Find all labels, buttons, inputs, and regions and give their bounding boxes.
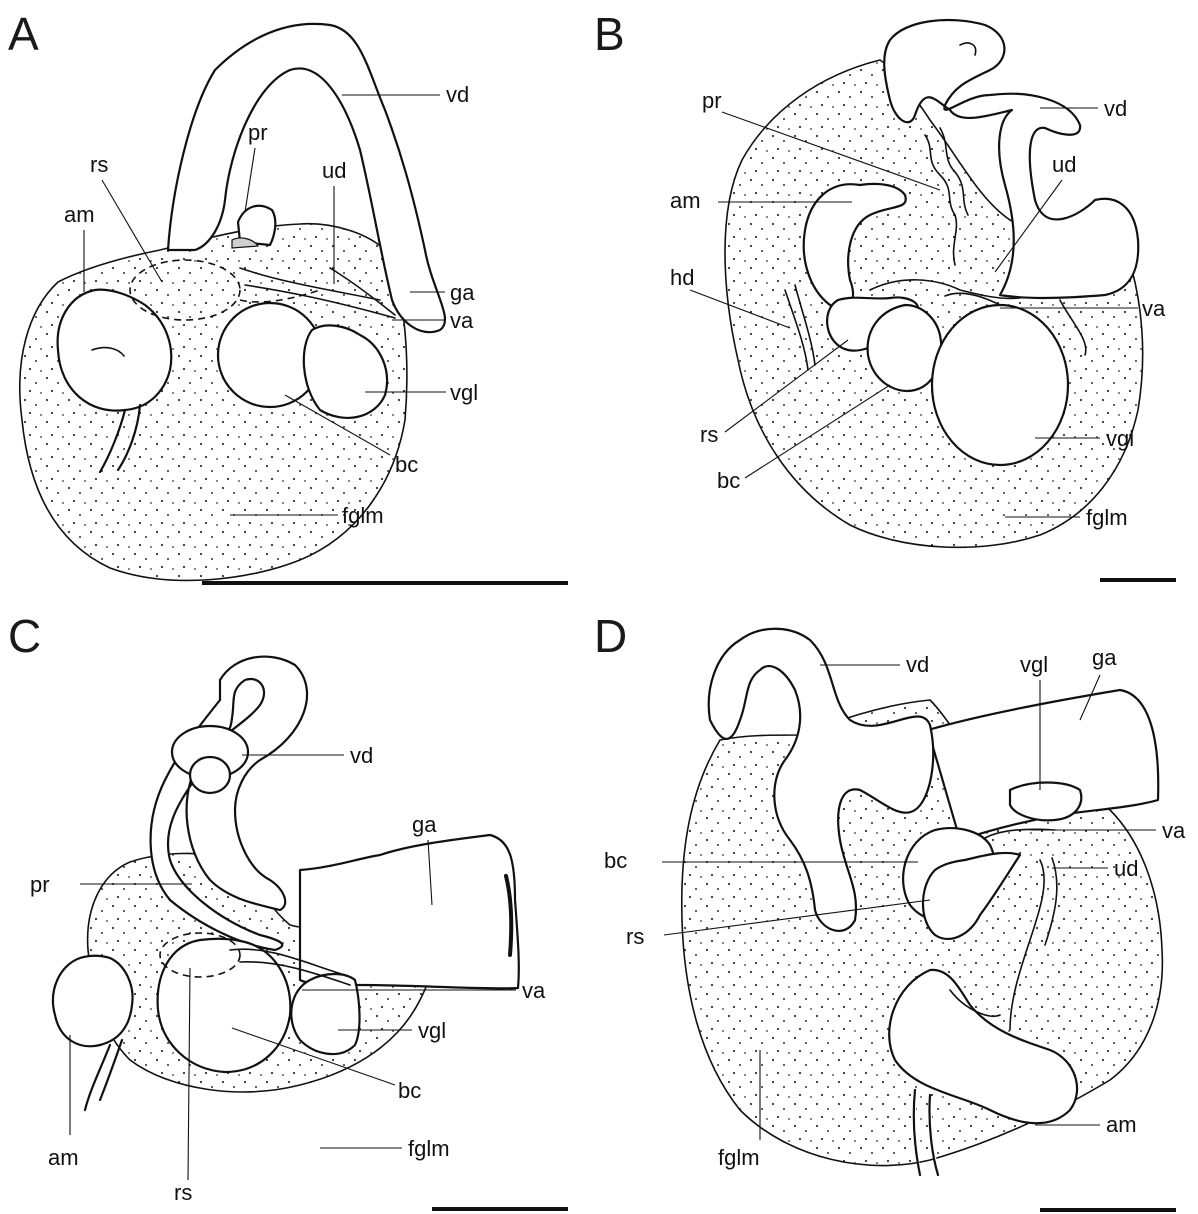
panel-b-label-pr: pr [702,88,722,113]
panel-c: C vd ga pr va vgl bc am r [8,610,568,1209]
panel-d-label-va: va [1162,818,1186,843]
panel-b-label-hd: hd [670,265,694,290]
panel-a-label-ud: ud [322,158,346,183]
panel-a: A vd pr rs ud am ga va [8,8,568,583]
panel-b-bursa-copulatrix [868,305,942,391]
panel-a-label-pr: pr [248,120,268,145]
panel-c-label-ga: ga [412,812,437,837]
panel-a-label-vd: vd [446,82,469,107]
panel-b-label-rs: rs [700,422,718,447]
panel-c-genital-atrium [300,835,519,988]
panel-a-label-am: am [64,202,95,227]
panel-c-label-pr: pr [30,872,50,897]
panel-a-label-fglm: fglm [342,503,384,528]
panel-d-label-bc: bc [604,848,627,873]
panel-a-label-ga: ga [450,280,475,305]
panel-d-vaginal-gland [1010,783,1081,821]
panel-d-label-vgl: vgl [1020,652,1048,677]
panel-a-label-bc: bc [395,452,418,477]
panel-d: D vd vgl ga va bc ud rs f [594,610,1186,1210]
panel-d-label-fglm: fglm [718,1145,760,1170]
panel-d-label-rs: rs [626,924,644,949]
panel-b-label-bc: bc [717,468,740,493]
panel-c-label-am: am [48,1145,79,1170]
panel-b-letter: B [594,8,625,60]
panel-a-label-vgl: vgl [450,380,478,405]
panel-c-letter: C [8,610,41,662]
panel-b-label-va: va [1142,296,1166,321]
panel-b-vaginal-gland [932,305,1068,465]
panel-c-bursa-copulatrix [158,939,291,1072]
panel-c-label-rs: rs [174,1180,192,1205]
panel-d-label-am: am [1106,1112,1137,1137]
panel-d-letter: D [594,610,627,662]
panel-b: B pr vd ud am hd va rs [594,8,1176,580]
panel-d-label-vd: vd [906,652,929,677]
panel-c-label-vd: vd [350,743,373,768]
panel-c-label-va: va [522,978,546,1003]
panel-c-label-bc: bc [398,1078,421,1103]
panel-a-letter: A [8,8,39,60]
panel-c-vaginal-gland [291,974,359,1054]
panel-b-female-gland-mass [725,60,1143,547]
panel-c-label-fglm: fglm [408,1136,450,1161]
panel-b-label-vd: vd [1104,96,1127,121]
panel-b-label-vgl: vgl [1106,426,1134,451]
panel-c-label-vgl: vgl [418,1018,446,1043]
panel-b-label-fglm: fglm [1086,505,1128,530]
panel-c-albumen-gland [53,956,133,1110]
panel-b-label-am: am [670,188,701,213]
panel-d-label-ga: ga [1092,645,1117,670]
panel-b-label-ud: ud [1052,152,1076,177]
panel-a-label-rs: rs [90,152,108,177]
panel-a-label-va: va [450,308,474,333]
panel-d-label-ud: ud [1114,856,1138,881]
